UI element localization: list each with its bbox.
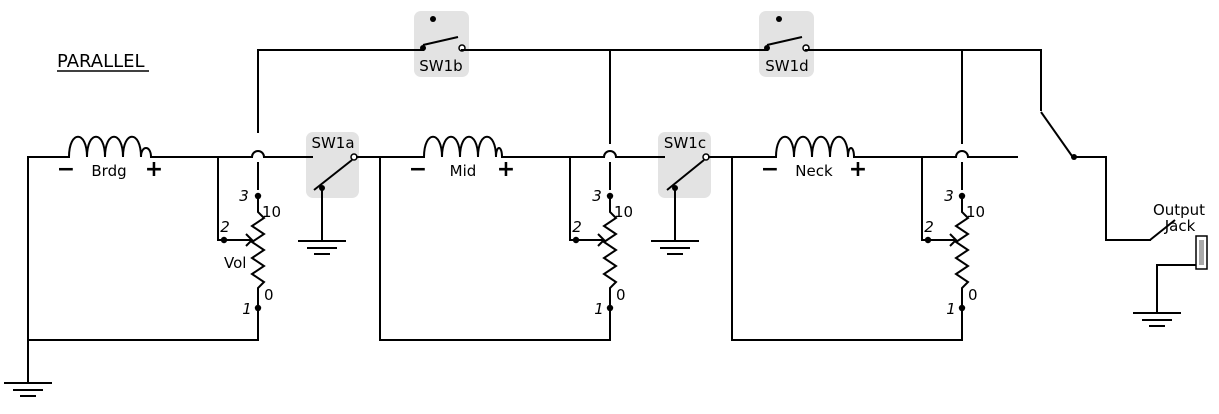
switch-label-sw1b: SW1b [419,57,462,75]
output-jack: Output Jack [1153,201,1208,270]
switch-sw1d: SW1d [759,11,814,77]
pickup-label-mid: Mid [450,162,477,180]
output-jack-label-line1: Output [1153,201,1205,219]
pot-label-1: Vol [224,254,246,272]
switch-label-sw1a: SW1a [311,134,354,152]
pot-max-2: 10 [614,203,633,221]
pickup-minus-neck: − [761,157,779,182]
pot-pin2-2: 2 [572,218,582,236]
ground-symbol-sw1c [651,240,699,255]
top-bus-wire [257,49,1176,241]
pickup-minus-brdg: − [57,157,75,182]
pickup-plus-mid: + [497,157,515,182]
switch-sw1a: SW1a [306,132,359,198]
pot-pin2-3: 2 [924,218,934,236]
switch-label-sw1c: SW1c [664,134,706,152]
switch-sw1b: SW1b [414,11,469,77]
volume-pot-3: 3 10 2 0 1 [924,187,985,318]
pickup-label-neck: Neck [795,162,833,180]
pot-min-2: 0 [616,286,626,304]
pot-pin1-1: 1 [242,300,252,318]
switch-sw1c: SW1c [658,132,711,198]
pickup-coil-brdg: − Brdg + [57,136,163,182]
pot-pin3-1: 3 [239,187,249,205]
pot-pin1-3: 1 [946,300,956,318]
pickup-plus-brdg: + [145,157,163,182]
diagram-title: PARALLEL [57,51,145,72]
switch-label-sw1d: SW1d [765,57,808,75]
volume-pot-1: 3 10 2 Vol 0 1 [220,187,281,318]
ground-symbol-main [4,382,52,397]
pickup-minus-mid: − [409,157,427,182]
pot-pin3-3: 3 [944,187,954,205]
signal-row-wire [27,150,1018,309]
pot-pin3-2: 3 [592,187,602,205]
pickup-coil-neck: − Neck + [761,136,867,182]
pot-pin2-1: 2 [220,218,230,236]
pot-max-3: 10 [966,203,985,221]
pot-max-1: 10 [262,203,281,221]
pickup-plus-neck: + [849,157,867,182]
pickup-label-brdg: Brdg [91,162,126,180]
pot-pin1-2: 1 [594,300,604,318]
pot-min-1: 0 [264,286,274,304]
volume-pot-2: 3 10 2 0 1 [572,187,633,318]
ground-wiring [27,156,1198,383]
ground-symbol-sw1a [298,240,346,255]
pot-min-3: 0 [968,286,978,304]
ground-symbol-jack [1133,312,1181,327]
output-jack-label-line2: Jack [1164,217,1196,235]
pickup-coil-mid: − Mid + [409,136,515,182]
